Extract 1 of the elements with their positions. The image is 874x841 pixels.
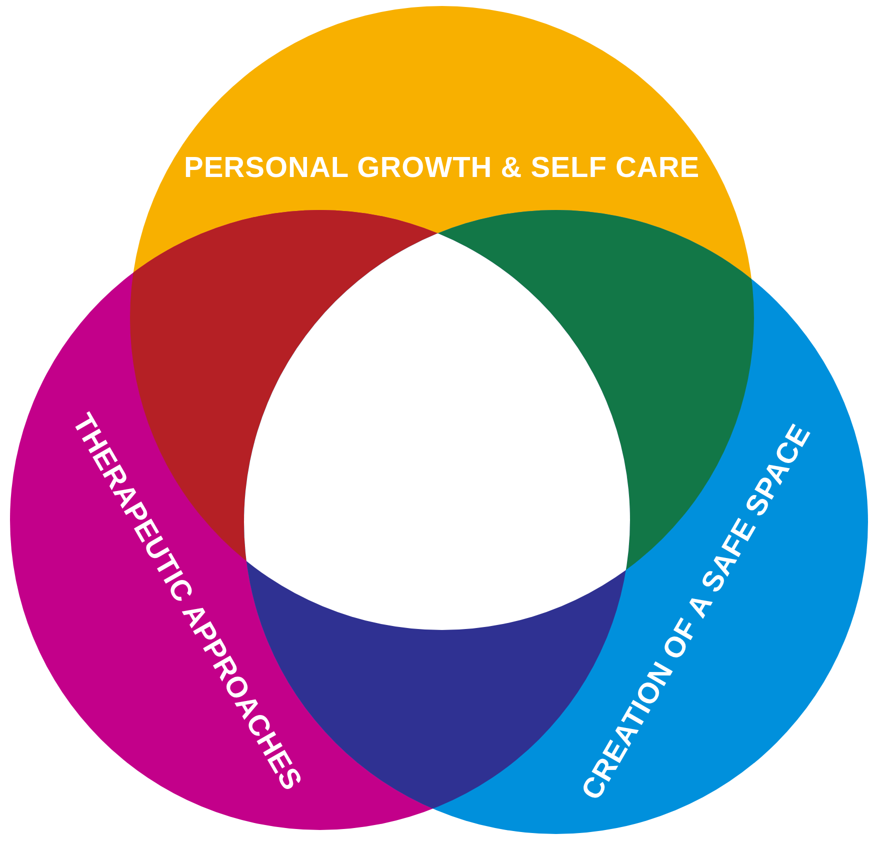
circle-label: PERSONAL GROWTH & SELF CARE xyxy=(184,152,700,184)
